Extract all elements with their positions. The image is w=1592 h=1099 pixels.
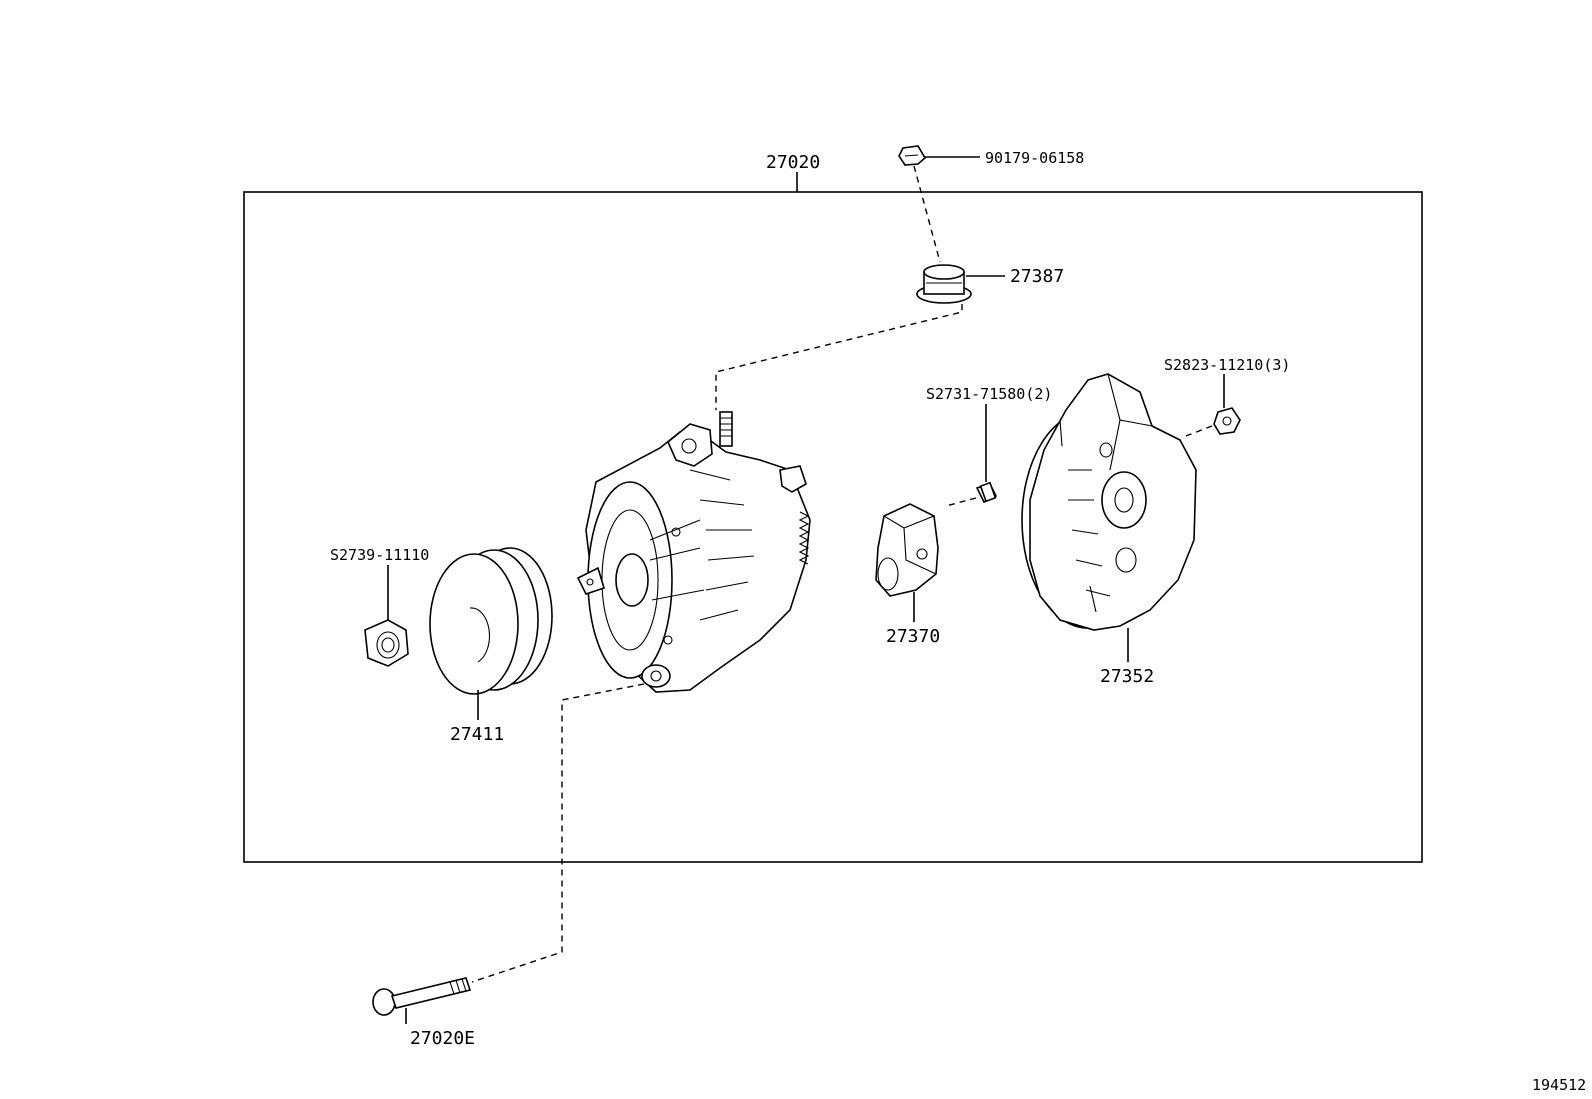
bolt-label: 27020E bbox=[410, 1028, 475, 1049]
assembly-frame bbox=[243, 191, 1423, 863]
rear-cover-label: 27352 bbox=[1100, 666, 1154, 687]
cover-nut-dashline bbox=[1185, 425, 1213, 437]
pulley-label: 27411 bbox=[450, 724, 504, 745]
insulator-stud-dashline bbox=[715, 304, 963, 410]
cover-nut-icon[interactable] bbox=[1213, 407, 1241, 435]
brush-screw-label: S2731-71580(2) bbox=[926, 385, 1052, 403]
brush-screw-icon[interactable] bbox=[975, 481, 998, 504]
rear-cover-icon[interactable] bbox=[1021, 373, 1197, 631]
pulley-nut-label: S2739-11110 bbox=[330, 546, 429, 564]
bolt-icon[interactable] bbox=[372, 977, 472, 1016]
nut-insulator-dashline bbox=[913, 165, 941, 263]
cover-nut-label: S2823-11210(3) bbox=[1164, 356, 1290, 374]
alternator-bolt-dashline bbox=[471, 683, 645, 983]
regulator-label: 27370 bbox=[886, 626, 940, 647]
brush-screw-dashline bbox=[945, 497, 977, 507]
top-nut-label: 90179-06158 bbox=[985, 149, 1084, 167]
insulator-icon[interactable] bbox=[916, 264, 972, 304]
pulley-icon[interactable] bbox=[429, 547, 553, 695]
alternator-icon[interactable] bbox=[576, 411, 811, 693]
image-id-label: 194512 bbox=[1532, 1076, 1586, 1094]
assembly-label: 27020 bbox=[766, 152, 820, 173]
insulator-label: 27387 bbox=[1010, 266, 1064, 287]
pulley-nut-icon[interactable] bbox=[364, 619, 409, 667]
regulator-icon[interactable] bbox=[875, 503, 939, 597]
top-nut-icon[interactable] bbox=[898, 145, 927, 166]
